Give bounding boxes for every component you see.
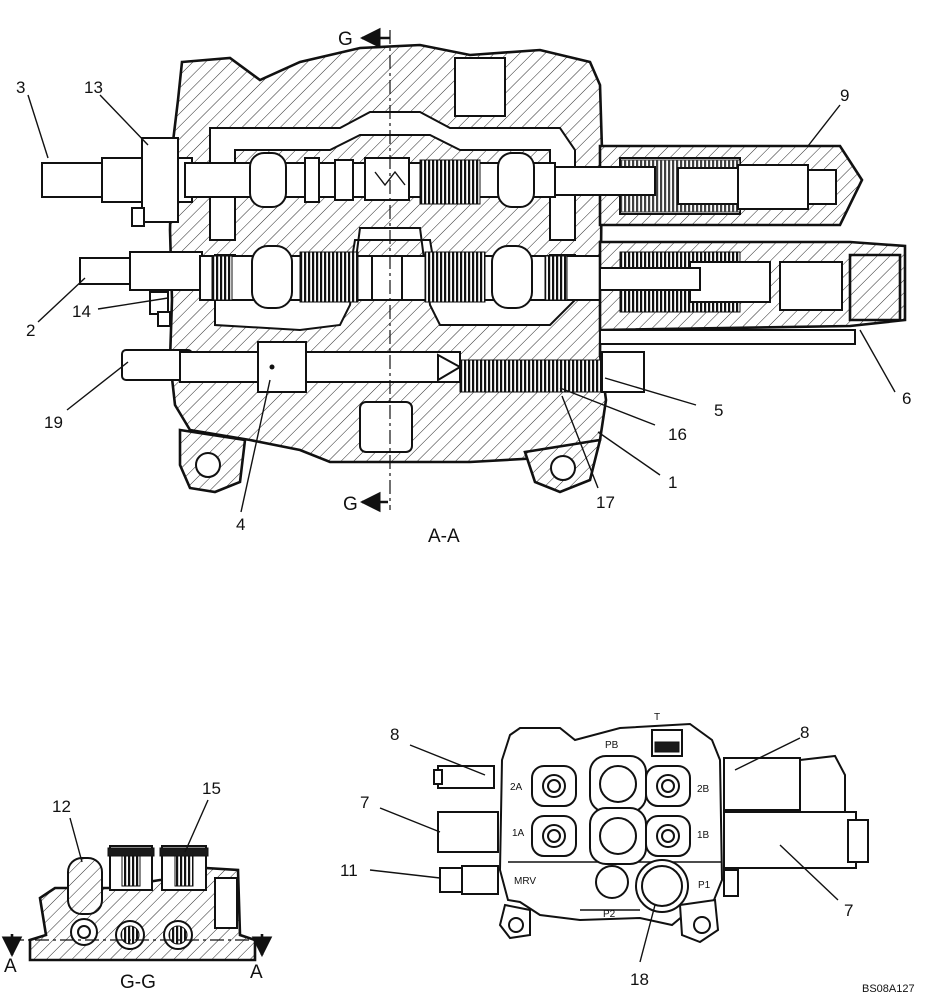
callout-7-left: 7: [360, 793, 369, 812]
port-label-p1: P1: [698, 880, 711, 891]
mount-hole-right: [550, 455, 576, 481]
callout-11: 11: [340, 861, 358, 880]
port-label-t: T: [654, 712, 660, 723]
section-aa-title: A-A: [428, 526, 460, 547]
leader-lines: [27, 94, 896, 963]
bottom-port: [359, 401, 413, 453]
callout-8-right: 8: [800, 723, 809, 742]
relief-valve: [121, 341, 645, 393]
port-label-2a: 2A: [510, 782, 523, 793]
port-label-1a: 1A: [512, 828, 525, 839]
valve-body-casting: [168, 43, 608, 464]
cut-label-a-right: A: [250, 962, 263, 983]
callout-1: 1: [668, 473, 677, 492]
callout-14: 14: [72, 302, 91, 321]
upper-spring-cap: [554, 144, 864, 227]
callout-8-left: 8: [390, 725, 399, 744]
callout-6: 6: [902, 389, 911, 408]
gg-relief-plug: [67, 857, 103, 915]
lower-detent-cap: [598, 240, 907, 332]
callout-19: 19: [44, 413, 63, 432]
upper-seal-plate: [141, 137, 179, 223]
port-label-mrv: MRV: [514, 876, 536, 887]
section-aa-view: G G A-A: [41, 27, 907, 547]
port-label-2b: 2B: [697, 784, 710, 795]
t-port-stamp: [654, 741, 680, 753]
callout-3: 3: [16, 78, 25, 97]
cut-label-a-left: A: [4, 956, 17, 977]
mrv-plug: [439, 867, 465, 893]
callout-18: 18: [630, 970, 649, 989]
callout-2: 2: [26, 321, 35, 340]
callout-9: 9: [840, 86, 849, 105]
mount-hole-left: [195, 452, 221, 478]
callout-13: 13: [84, 78, 103, 97]
callout-16: 16: [668, 425, 687, 444]
cut-label-g-bottom: G: [343, 494, 358, 515]
callout-4: 4: [236, 515, 245, 534]
upper-gallery: [209, 111, 576, 241]
callout-5: 5: [714, 401, 723, 420]
port-label-p2: P2: [603, 909, 616, 920]
callout-17: 17: [596, 493, 615, 512]
port-bosses: [531, 755, 691, 913]
callout-12: 12: [52, 797, 71, 816]
lower-spool: [79, 245, 601, 309]
top-port: [454, 57, 506, 117]
upper-spool: [41, 152, 556, 208]
callout-15: 15: [202, 779, 221, 798]
section-gg-title: G-G: [120, 972, 156, 993]
callout-7-right: 7: [844, 901, 853, 920]
port-label-pb: PB: [605, 740, 619, 751]
external-valve-view: T PB 2A 2B 1A 1B MRV P1 P2: [433, 712, 869, 944]
port-label-1b: 1B: [697, 830, 710, 841]
callout-labels: 3 13 9 2 14 19 5 6 16 1 17 4 12 15 8 8 7…: [16, 78, 911, 989]
reference-code: BS08A127: [862, 983, 915, 995]
section-gg-view: A A G-G: [1, 845, 273, 993]
cut-label-g-top: G: [338, 29, 353, 50]
